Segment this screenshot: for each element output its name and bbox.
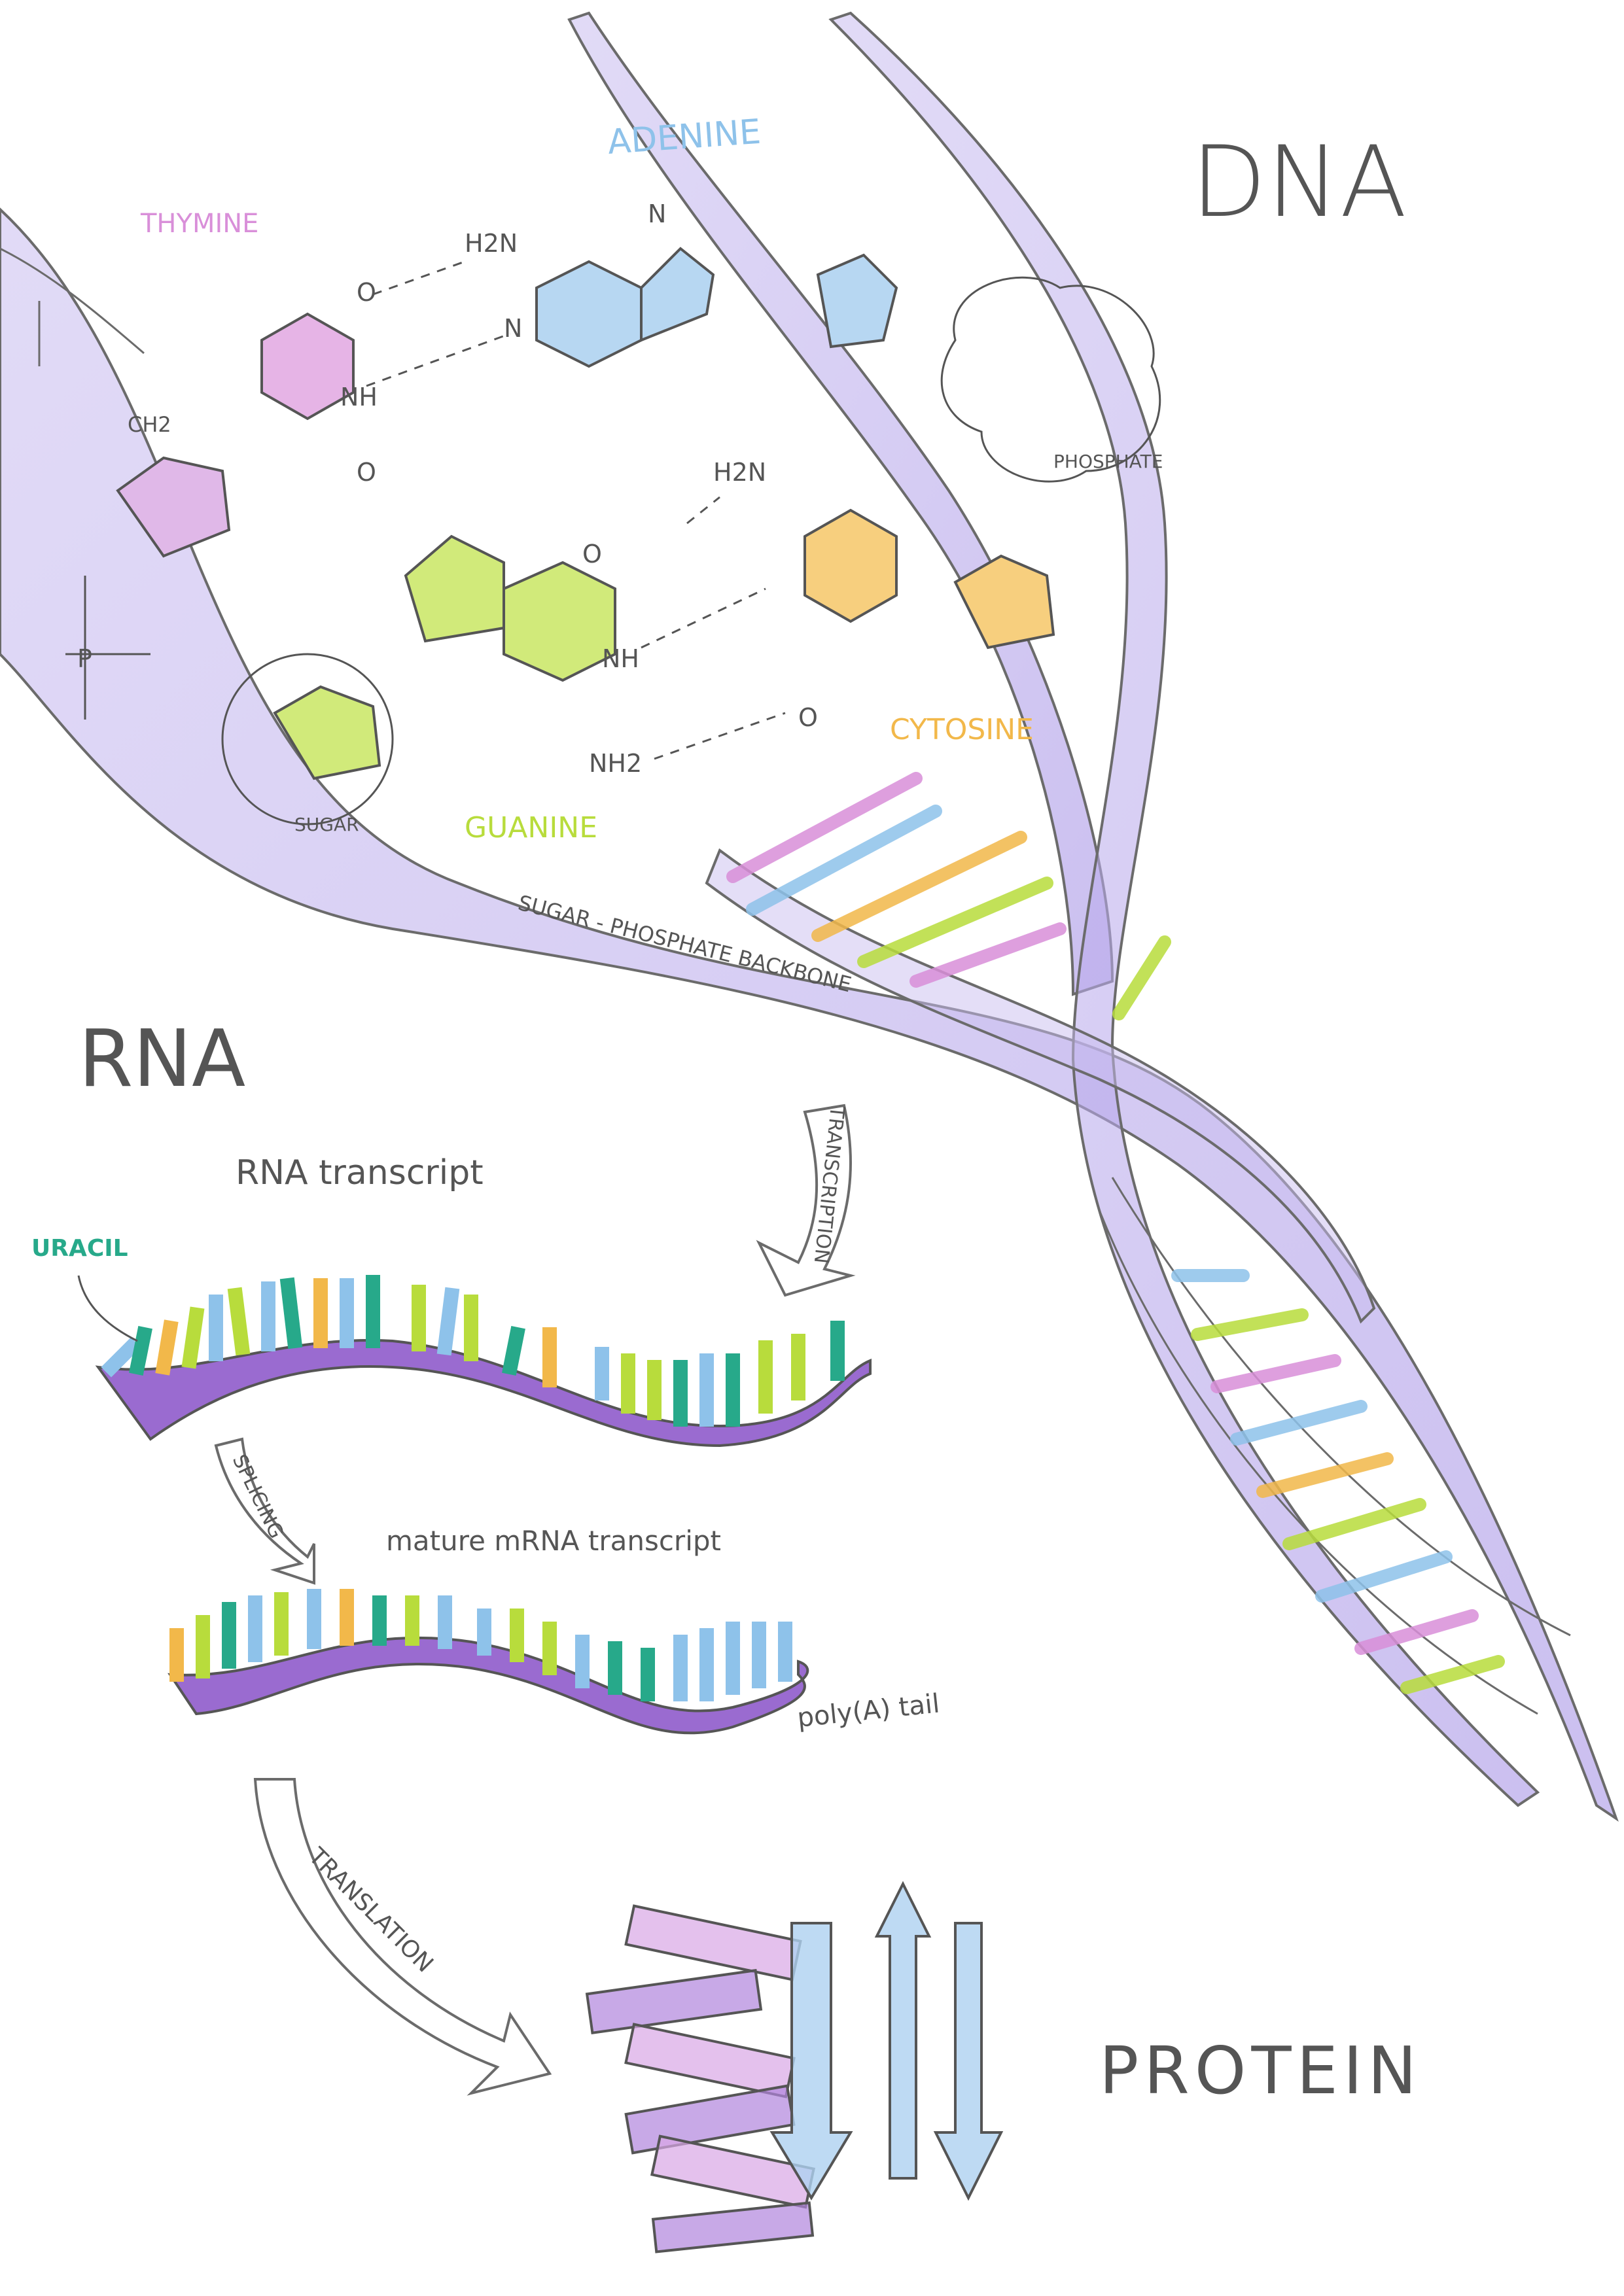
sugar-mid-top <box>816 253 898 349</box>
uracil-pointer <box>77 1275 138 1342</box>
alpha-helix <box>585 1904 815 2253</box>
backbone-strand-right <box>828 11 1540 1807</box>
sugar-guanine <box>273 685 381 780</box>
dna-heading: DNA <box>1191 126 1407 239</box>
chem-h2n-cytosine: H2N <box>713 458 766 487</box>
chem-o-thymine: O <box>357 278 376 307</box>
rna-transcript-backbone <box>95 1339 872 1448</box>
transcription-arrow <box>756 1104 856 1297</box>
backbone-strand-upper <box>567 11 1114 996</box>
translation-label: TRANSLATION <box>303 1843 438 1978</box>
protein-structure <box>585 1881 1004 2253</box>
sugar-circle <box>221 653 394 826</box>
chem-nh2-guanine: NH2 <box>589 749 642 778</box>
cytosine-ring <box>803 508 898 623</box>
backbone-strand-lower <box>0 207 1619 1822</box>
protein-heading: PROTEIN <box>1099 2032 1422 2109</box>
rna-transcript-label: RNA transcript <box>236 1153 484 1192</box>
sugar-phosphate-backbone <box>0 11 1619 1822</box>
guanine-label: GUANINE <box>465 811 597 844</box>
adenine-ring-5 <box>640 247 715 342</box>
rna-transcript-strand <box>77 1275 872 1448</box>
chem-ch2: CH2 <box>128 412 171 437</box>
phosphate-cloud <box>940 276 1161 483</box>
base-pair-molecules <box>65 247 1161 826</box>
base-pair-ladder <box>726 772 1505 1694</box>
guanine-ring-6 <box>503 561 616 682</box>
beta-sheet <box>769 1881 1004 2201</box>
backbone-strand-cross <box>705 848 1376 1324</box>
chem-o-guanine: O <box>582 540 602 568</box>
translation-arrow <box>253 1778 552 2096</box>
rna-heading: RNA <box>79 1014 245 1105</box>
sugar-cytosine <box>953 554 1055 650</box>
uracil-label: URACIL <box>31 1235 128 1262</box>
chem-o-cytosine: O <box>798 703 818 732</box>
mature-mrna-strand <box>168 1589 809 1735</box>
sugar-label: SUGAR <box>294 814 359 835</box>
thymine-label: THYMINE <box>140 209 258 239</box>
mature-mrna-label: mature mRNA transcript <box>386 1525 721 1557</box>
chem-n: N <box>648 200 666 228</box>
chem-n-adenine: N <box>504 314 522 343</box>
phosphate-label: PHOSPHATE <box>1053 451 1163 472</box>
guanine-ring-5 <box>404 534 505 643</box>
cytosine-label: CYTOSINE <box>890 713 1034 746</box>
chem-nh-thymine: NH <box>340 383 378 411</box>
adenine-ring-6 <box>535 260 643 368</box>
sugar-left-top <box>116 456 231 558</box>
chem-p: P <box>77 644 92 673</box>
poly-a-tail-label: poly(A) tail <box>796 1688 941 1733</box>
splicing-arrow <box>214 1437 315 1585</box>
chem-o-thymine-2: O <box>357 458 376 487</box>
chem-nh-guanine: NH <box>602 644 639 673</box>
thymine-ring <box>260 312 355 421</box>
process-arrows <box>214 1104 856 2096</box>
mature-mrna-backbone <box>168 1636 809 1735</box>
transcription-label: TRANSCRIPTION <box>809 1104 849 1264</box>
chem-h2n-top: H2N <box>465 229 518 258</box>
